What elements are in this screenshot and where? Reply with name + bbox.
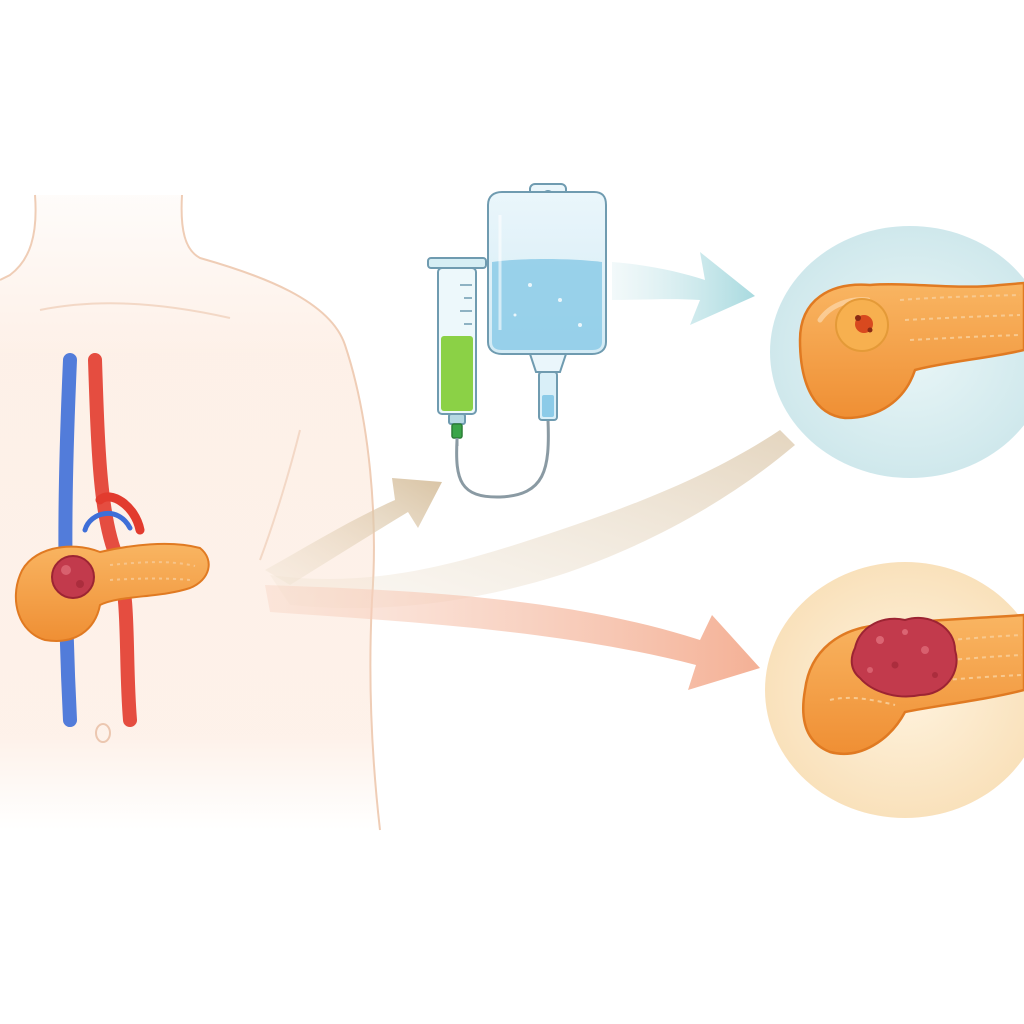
tumor-icon <box>51 555 95 599</box>
syringe-fluid-icon <box>441 336 473 411</box>
arrow-icon <box>265 585 760 690</box>
pancreas-large-tumor-icon <box>802 613 1024 755</box>
arrow-icon <box>612 252 755 325</box>
iv-fluid-icon <box>492 259 602 350</box>
iv-bag-icon <box>487 183 607 421</box>
iv-tubing-icon <box>455 419 550 499</box>
pancreas-small-lesion-icon <box>798 281 1024 420</box>
patient-torso-icon <box>0 194 381 831</box>
vein-icon <box>58 353 77 727</box>
syringe-icon <box>427 257 487 446</box>
arrow-icon <box>265 478 442 585</box>
navel-icon <box>95 723 111 743</box>
iv-bag-and-syringe-icon <box>427 183 607 499</box>
